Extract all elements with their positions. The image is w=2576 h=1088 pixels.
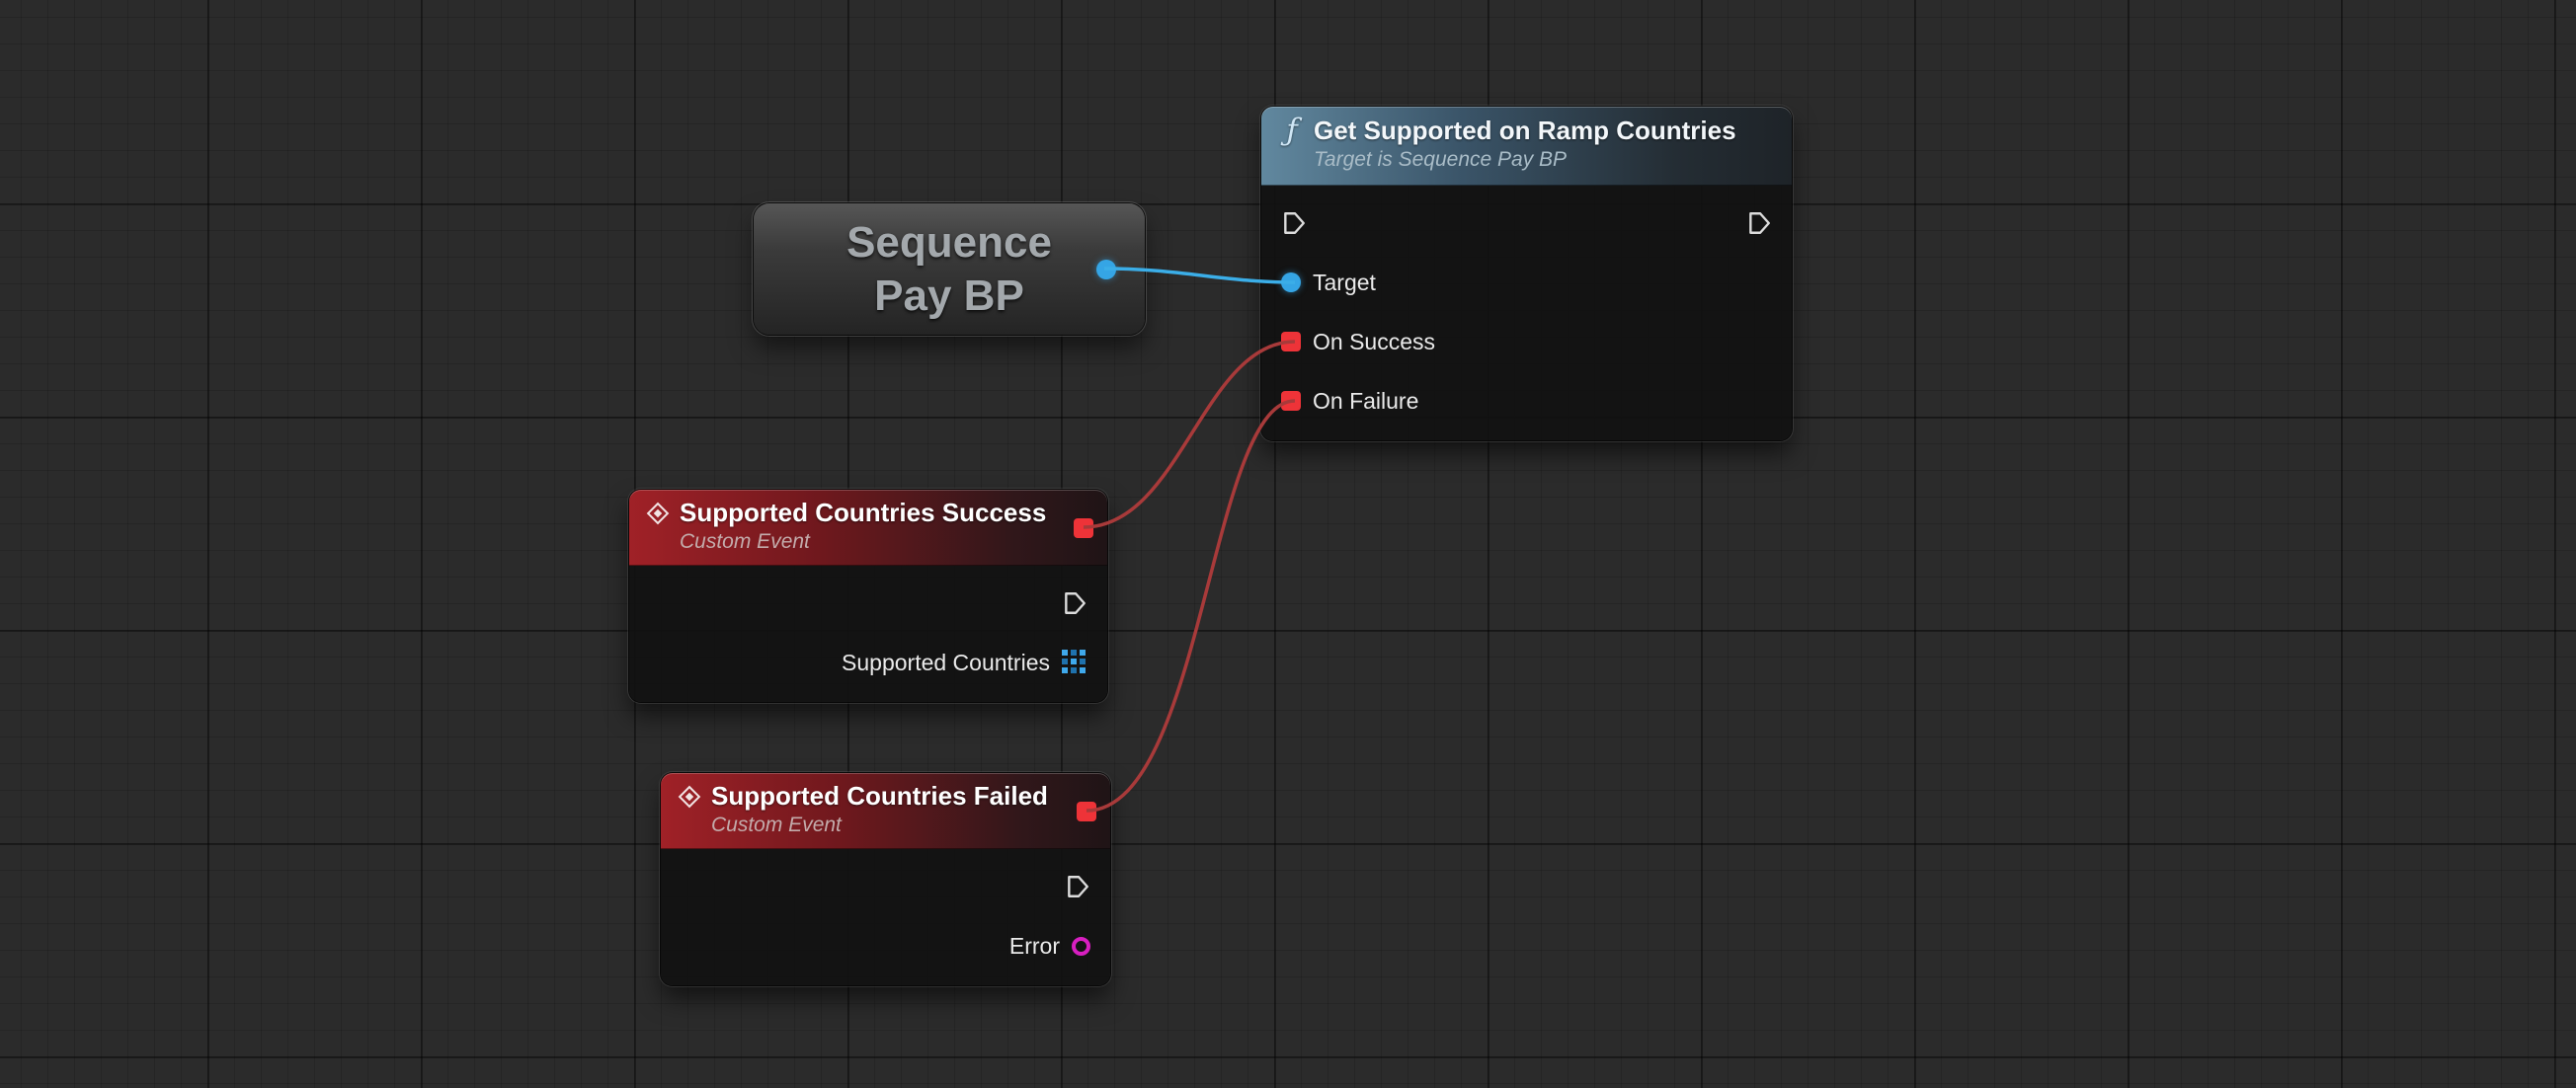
node-subtitle: Custom Event bbox=[680, 530, 810, 553]
exec-pin-row bbox=[1261, 194, 1792, 253]
target-pin[interactable] bbox=[1281, 272, 1301, 292]
on-failure-pin-label: On Failure bbox=[1313, 387, 1419, 414]
exec-pin-row bbox=[661, 857, 1110, 916]
node-header[interactable]: Supported Countries Success Custom Event bbox=[629, 490, 1107, 566]
exec-arrow-icon bbox=[1068, 876, 1088, 897]
on-failure-pin-row: On Failure bbox=[1261, 371, 1792, 430]
supported-countries-array-pin[interactable] bbox=[1062, 650, 1087, 675]
node-sequence-pay-bp[interactable]: Sequence Pay BP bbox=[754, 203, 1145, 335]
node-header[interactable]: ƒ Get Supported on Ramp Countries Target… bbox=[1261, 107, 1792, 186]
error-pin-row: Error bbox=[661, 916, 1110, 975]
node-supported-countries-success[interactable]: Supported Countries Success Custom Event… bbox=[629, 490, 1107, 702]
on-success-pin-label: On Success bbox=[1313, 328, 1435, 354]
node-title: Sequence Pay BP bbox=[846, 216, 1052, 322]
supported-countries-pin-row: Supported Countries bbox=[629, 633, 1107, 692]
array-grid-icon bbox=[1062, 650, 1086, 673]
target-pin-row: Target bbox=[1261, 253, 1792, 312]
custom-event-icon bbox=[645, 501, 671, 526]
node-subtitle: Target is Sequence Pay BP bbox=[1314, 148, 1568, 171]
node-title: Supported Countries Failed bbox=[711, 781, 1048, 811]
function-icon: ƒ bbox=[1286, 113, 1298, 148]
supported-countries-pin-label: Supported Countries bbox=[842, 649, 1050, 675]
on-success-pin-row: On Success bbox=[1261, 312, 1792, 371]
node-header[interactable]: Supported Countries Failed Custom Event bbox=[661, 773, 1110, 849]
exec-output-pin[interactable] bbox=[1746, 210, 1772, 236]
exec-arrow-icon bbox=[1284, 212, 1305, 234]
node-title-line1: Sequence bbox=[846, 217, 1052, 267]
error-pin-label: Error bbox=[1008, 932, 1060, 959]
delegate-output-pin[interactable] bbox=[1077, 801, 1096, 821]
node-title: Get Supported on Ramp Countries bbox=[1314, 116, 1736, 145]
delegate-output-pin[interactable] bbox=[1074, 517, 1093, 538]
exec-output-pin[interactable] bbox=[1062, 590, 1087, 616]
exec-input-pin[interactable] bbox=[1281, 210, 1307, 236]
node-title-line2: Pay BP bbox=[874, 271, 1024, 320]
custom-event-icon bbox=[677, 784, 702, 810]
exec-arrow-icon bbox=[1749, 212, 1770, 234]
exec-output-pin[interactable] bbox=[1065, 874, 1090, 899]
node-title: Supported Countries Success bbox=[680, 498, 1047, 527]
exec-arrow-icon bbox=[1065, 592, 1086, 614]
node-subtitle: Custom Event bbox=[711, 814, 842, 836]
sequence-pay-bp-output-pin[interactable] bbox=[1096, 259, 1116, 279]
on-success-pin[interactable] bbox=[1281, 332, 1301, 351]
target-pin-label: Target bbox=[1313, 269, 1376, 295]
error-string-pin[interactable] bbox=[1072, 936, 1090, 956]
exec-pin-row bbox=[629, 574, 1107, 633]
node-get-supported-on-ramp-countries[interactable]: ƒ Get Supported on Ramp Countries Target… bbox=[1261, 107, 1792, 440]
node-supported-countries-failed[interactable]: Supported Countries Failed Custom Event … bbox=[661, 773, 1110, 985]
wire-on-failure-connection[interactable] bbox=[1086, 399, 1296, 813]
on-failure-pin[interactable] bbox=[1281, 391, 1301, 411]
